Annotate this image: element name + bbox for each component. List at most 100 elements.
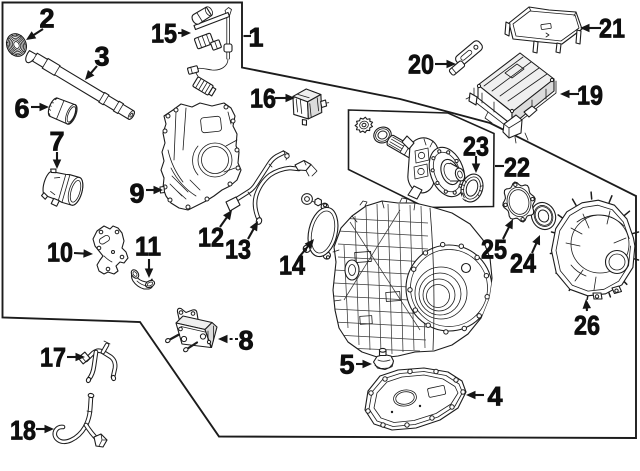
part-20-drawing-shape-128 [460, 49, 473, 61]
transaxle-housing-drawing-shape-222 [376, 203, 382, 355]
transaxle-housing-drawing-shape-224 [398, 203, 404, 353]
callout-5-number: 5 [339, 350, 354, 380]
callout-21[interactable]: 21 [580, 13, 625, 44]
part-26-drawing[interactable] [549, 191, 640, 301]
part-25-drawing-shape-188 [513, 182, 518, 187]
callout-16[interactable]: 16 [250, 83, 295, 114]
part-9-drawing-shape-29 [200, 115, 222, 134]
transaxle-housing-drawing-shape-229 [337, 243, 429, 250]
callout-10[interactable]: 10 [47, 237, 93, 268]
part-6-drawing[interactable] [46, 96, 80, 126]
part-7-drawing-shape-17 [42, 171, 84, 206]
part-10-drawing-shape-54 [103, 255, 113, 263]
callout-13[interactable]: 13 [225, 221, 258, 265]
part-16-drawing-shape-110 [301, 119, 308, 126]
callout-25[interactable]: 25 [481, 219, 513, 265]
part-18-drawing-shape-326 [98, 433, 108, 447]
part-12-drawing-shape-66 [247, 163, 273, 197]
part-7-drawing[interactable] [39, 167, 86, 212]
part-4-drawing-shape-274 [364, 367, 467, 431]
part-8-drawing-shape-306 [183, 347, 189, 353]
part-19-drawing-shape-112 [483, 56, 548, 102]
part-4-drawing-shape-277 [393, 389, 417, 407]
part-24-drawing-shape-184 [537, 209, 550, 223]
part-12-drawing[interactable] [225, 150, 290, 212]
part-9-drawing[interactable] [159, 102, 242, 211]
callout-3[interactable]: 3 [85, 41, 110, 80]
callout-19[interactable]: 19 [560, 80, 603, 111]
part-20-drawing-shape-129 [473, 44, 479, 50]
part-13-drawing-shape-75 [314, 197, 322, 207]
transaxle-housing-drawing-shape-251 [412, 307, 418, 313]
callout-15[interactable]: 15 [151, 18, 191, 49]
part-4-drawing-shape-282 [407, 368, 413, 375]
callout-20[interactable]: 20 [408, 49, 456, 80]
part-17-drawing[interactable] [77, 340, 118, 384]
transaxle-housing-drawing-shape-254 [422, 250, 429, 256]
callout-8[interactable]: 8 [218, 325, 254, 356]
callout-4[interactable]: 4 [466, 381, 503, 412]
callout-18[interactable]: 18 [10, 415, 54, 446]
part-22-drawing[interactable] [353, 115, 471, 202]
callout-18-arrowhead [44, 424, 54, 434]
part-8-drawing-shape-294 [178, 310, 184, 315]
callout-17[interactable]: 17 [40, 342, 85, 373]
part-7-drawing-shape-24 [50, 177, 61, 196]
differential-carrier-shape-164 [430, 168, 435, 173]
part-8-drawing[interactable] [165, 307, 218, 353]
callout-12[interactable]: 12 [198, 210, 232, 253]
part-5-drawing[interactable] [372, 347, 395, 371]
callout-8-number: 8 [238, 326, 253, 356]
part-25-drawing[interactable] [499, 179, 540, 226]
part-9-drawing-shape-30 [173, 107, 238, 173]
callout-1[interactable]: 1 [243, 22, 264, 53]
part-4-drawing[interactable] [364, 367, 467, 431]
part-19-drawing[interactable] [465, 52, 557, 144]
callout-9[interactable]: 9 [129, 178, 163, 209]
part-13-drawing[interactable] [252, 159, 322, 226]
part-3-drawing[interactable] [23, 48, 136, 123]
callout-2[interactable]: 2 [26, 3, 55, 40]
callout-11[interactable]: 11 [135, 231, 161, 278]
part-23-drawing[interactable] [457, 171, 486, 205]
part-9-drawing-shape-36 [234, 147, 240, 153]
part-21-drawing-shape-133 [512, 10, 580, 42]
callout-6[interactable]: 6 [14, 93, 49, 124]
part-10-drawing[interactable] [92, 225, 129, 275]
part-11-drawing[interactable] [130, 268, 156, 290]
part-12-drawing-shape-65 [284, 153, 290, 159]
part-19-drawing-shape-118 [502, 114, 523, 139]
part-15-drawing[interactable] [187, 5, 233, 97]
part-4-drawing-shape-289 [380, 422, 386, 428]
part-3-drawing-shape-8 [25, 50, 135, 120]
callout-22[interactable]: 22 [495, 152, 530, 183]
part-24-drawing[interactable] [527, 199, 560, 234]
part-19-drawing-shape-113 [504, 63, 525, 79]
callout-14[interactable]: 14 [279, 239, 314, 281]
part-21-drawing[interactable] [504, 6, 583, 54]
part-26-drawing-shape-209 [570, 214, 625, 277]
part-19-drawing-shape-122 [465, 96, 493, 124]
callout-24[interactable]: 24 [510, 235, 541, 279]
part-21-drawing-shape-135 [504, 21, 511, 37]
part-2-drawing-shape-4 [10, 37, 23, 53]
callout-17-number: 17 [40, 343, 66, 373]
part-14-drawing[interactable] [302, 201, 343, 261]
callout-7[interactable]: 7 [49, 126, 65, 169]
part-16-drawing[interactable] [291, 87, 331, 127]
part-18-drawing[interactable] [52, 392, 108, 448]
part-21-drawing-shape-138 [555, 42, 562, 54]
part-20-drawing[interactable] [448, 39, 484, 76]
differential-carrier-shape-161 [452, 190, 457, 195]
callout-26[interactable]: 26 [574, 299, 600, 341]
differential-carrier-shape-154 [413, 147, 430, 180]
transaxle-housing-drawing[interactable] [332, 197, 493, 359]
part-4-drawing-shape-279 [427, 385, 446, 398]
callout-23[interactable]: 23 [463, 131, 489, 173]
part-2-drawing[interactable] [3, 30, 30, 59]
callout-5[interactable]: 5 [339, 349, 372, 380]
part-18-drawing-shape-320 [52, 394, 94, 445]
callout-25-arrowhead [504, 219, 513, 230]
